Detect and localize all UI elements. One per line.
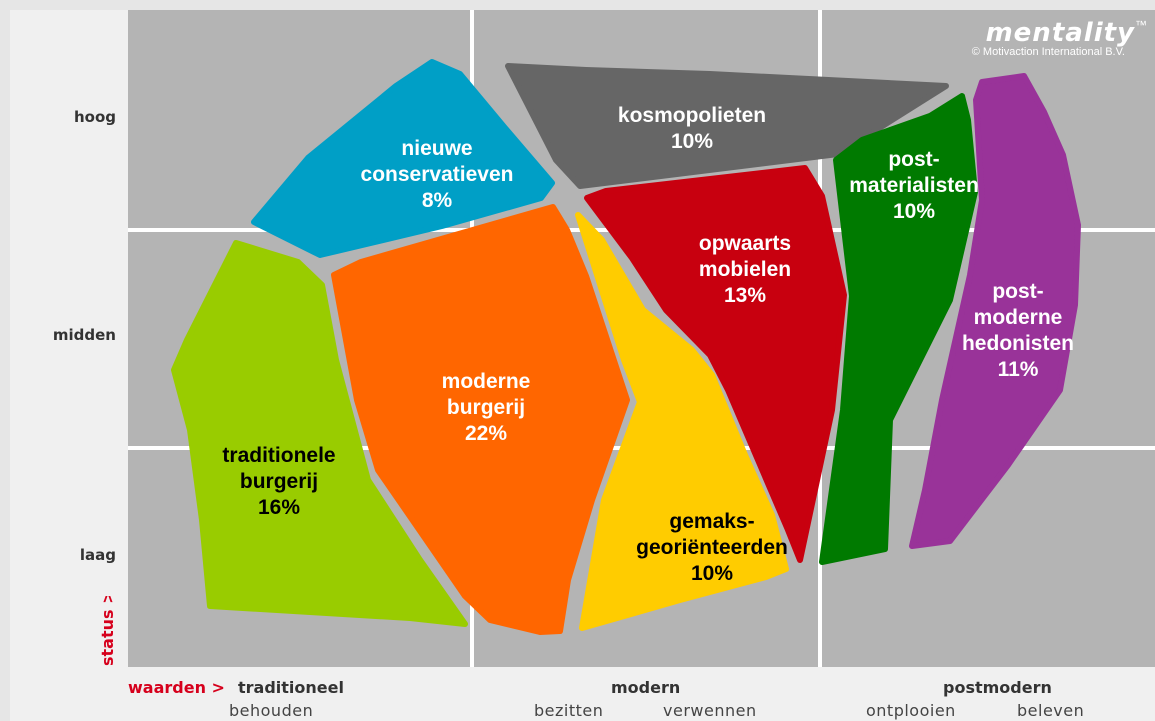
y-level-high: hoog [73, 108, 116, 126]
segment-postmoderne-hedonisten [909, 73, 1081, 549]
x-group-traditional: traditioneel [238, 678, 344, 697]
waarden-axis-label: waarden > [128, 678, 225, 697]
segment-nieuwe-conservatieven-label-line: conservatieven [361, 163, 514, 186]
logo-wordmark: mentality [985, 18, 1135, 48]
mentality-logo: mentality™ © Motivaction International B… [972, 18, 1147, 58]
segment-postmoderne-hedonisten-label-line: moderne [974, 306, 1063, 329]
segment-nieuwe-conservatieven-label-line: nieuwe [401, 137, 472, 160]
segment-postmoderne-hedonisten-label-line: hedonisten [962, 332, 1074, 355]
segment-moderne-burgerij-label-line: burgerij [447, 396, 525, 419]
x-sub-beleven: beleven [1017, 701, 1085, 720]
segment-kosmopolieten-label: kosmopolieten 10% [618, 104, 766, 153]
segment-traditionele-burgerij-label-line: traditionele [222, 444, 335, 467]
segment-opwaarts-mobielen-label-line: mobielen [699, 258, 791, 281]
segment-gemaks-georienteerden-label-line: georiënteerden [636, 536, 788, 559]
segment-traditionele-burgerij-label-line: 16% [258, 496, 300, 519]
y-level-middle: midden [52, 326, 116, 344]
segment-nieuwe-conservatieven [251, 59, 555, 258]
x-sub-bezitten: bezitten [534, 701, 604, 720]
status-axis-label: status > [98, 596, 117, 666]
logo-trademark: ™ [1135, 18, 1147, 32]
x-group-postmodern: postmodern [943, 678, 1052, 697]
logo-copyright: © Motivaction International B.V. [971, 46, 1125, 58]
segment-moderne-burgerij-label: moderne burgerij 22% [442, 370, 531, 445]
segment-kosmopolieten-label-line: 10% [671, 130, 713, 153]
segment-postmoderne-hedonisten-label-line: 11% [998, 358, 1039, 381]
status-axis-text: status > [98, 596, 117, 666]
segment-postmoderne-hedonisten-label: post-moderne hedonisten 11% [962, 280, 1074, 381]
y-level-low: laag [79, 546, 116, 564]
segment-post-materialisten-label: post-materialisten 10% [849, 148, 979, 223]
segment-opwaarts-mobielen [584, 165, 847, 563]
x-group-modern: modern [611, 678, 681, 697]
segment-traditionele-burgerij [171, 240, 468, 627]
segment-traditionele-burgerij-label-line: burgerij [240, 470, 318, 493]
segment-kosmopolieten-label-line: kosmopolieten [618, 104, 766, 127]
segment-post-materialisten [819, 93, 978, 565]
segment-moderne-burgerij-label-line: 22% [465, 422, 507, 445]
segment-opwaarts-mobielen-label-line: opwaarts [699, 232, 791, 255]
segment-kosmopolieten [505, 63, 949, 189]
segment-moderne-burgerij [331, 204, 630, 635]
segment-opwaarts-mobielen-label-line: 13% [724, 284, 766, 307]
segment-post-materialisten-label-line: 10% [893, 200, 935, 223]
segment-gemaks-georienteerden [575, 212, 789, 631]
segment-post-materialisten-label-line: materialisten [849, 174, 979, 197]
segment-gemaks-georienteerden-label: gemaks-georiënteerden 10% [636, 510, 788, 585]
x-sub-ontplooien: ontplooien [866, 701, 956, 720]
segment-postmoderne-hedonisten-label-line: post- [992, 280, 1043, 303]
segment-nieuwe-conservatieven-label: nieuwe conservatieven 8% [361, 137, 514, 212]
x-sub-verwennen: verwennen [663, 701, 757, 720]
segment-nieuwe-conservatieven-label-line: 8% [422, 189, 453, 212]
segment-gemaks-georienteerden-label-line: 10% [691, 562, 733, 585]
segment-moderne-burgerij-label-line: moderne [442, 370, 531, 393]
segment-traditionele-burgerij-label: traditionele burgerij 16% [222, 444, 335, 519]
segment-post-materialisten-label-line: post- [888, 148, 939, 171]
segment-gemaks-georienteerden-label-line: gemaks- [669, 510, 754, 533]
segment-opwaarts-mobielen-label: opwaarts mobielen 13% [699, 232, 791, 307]
x-sub-behouden: behouden [229, 701, 314, 720]
